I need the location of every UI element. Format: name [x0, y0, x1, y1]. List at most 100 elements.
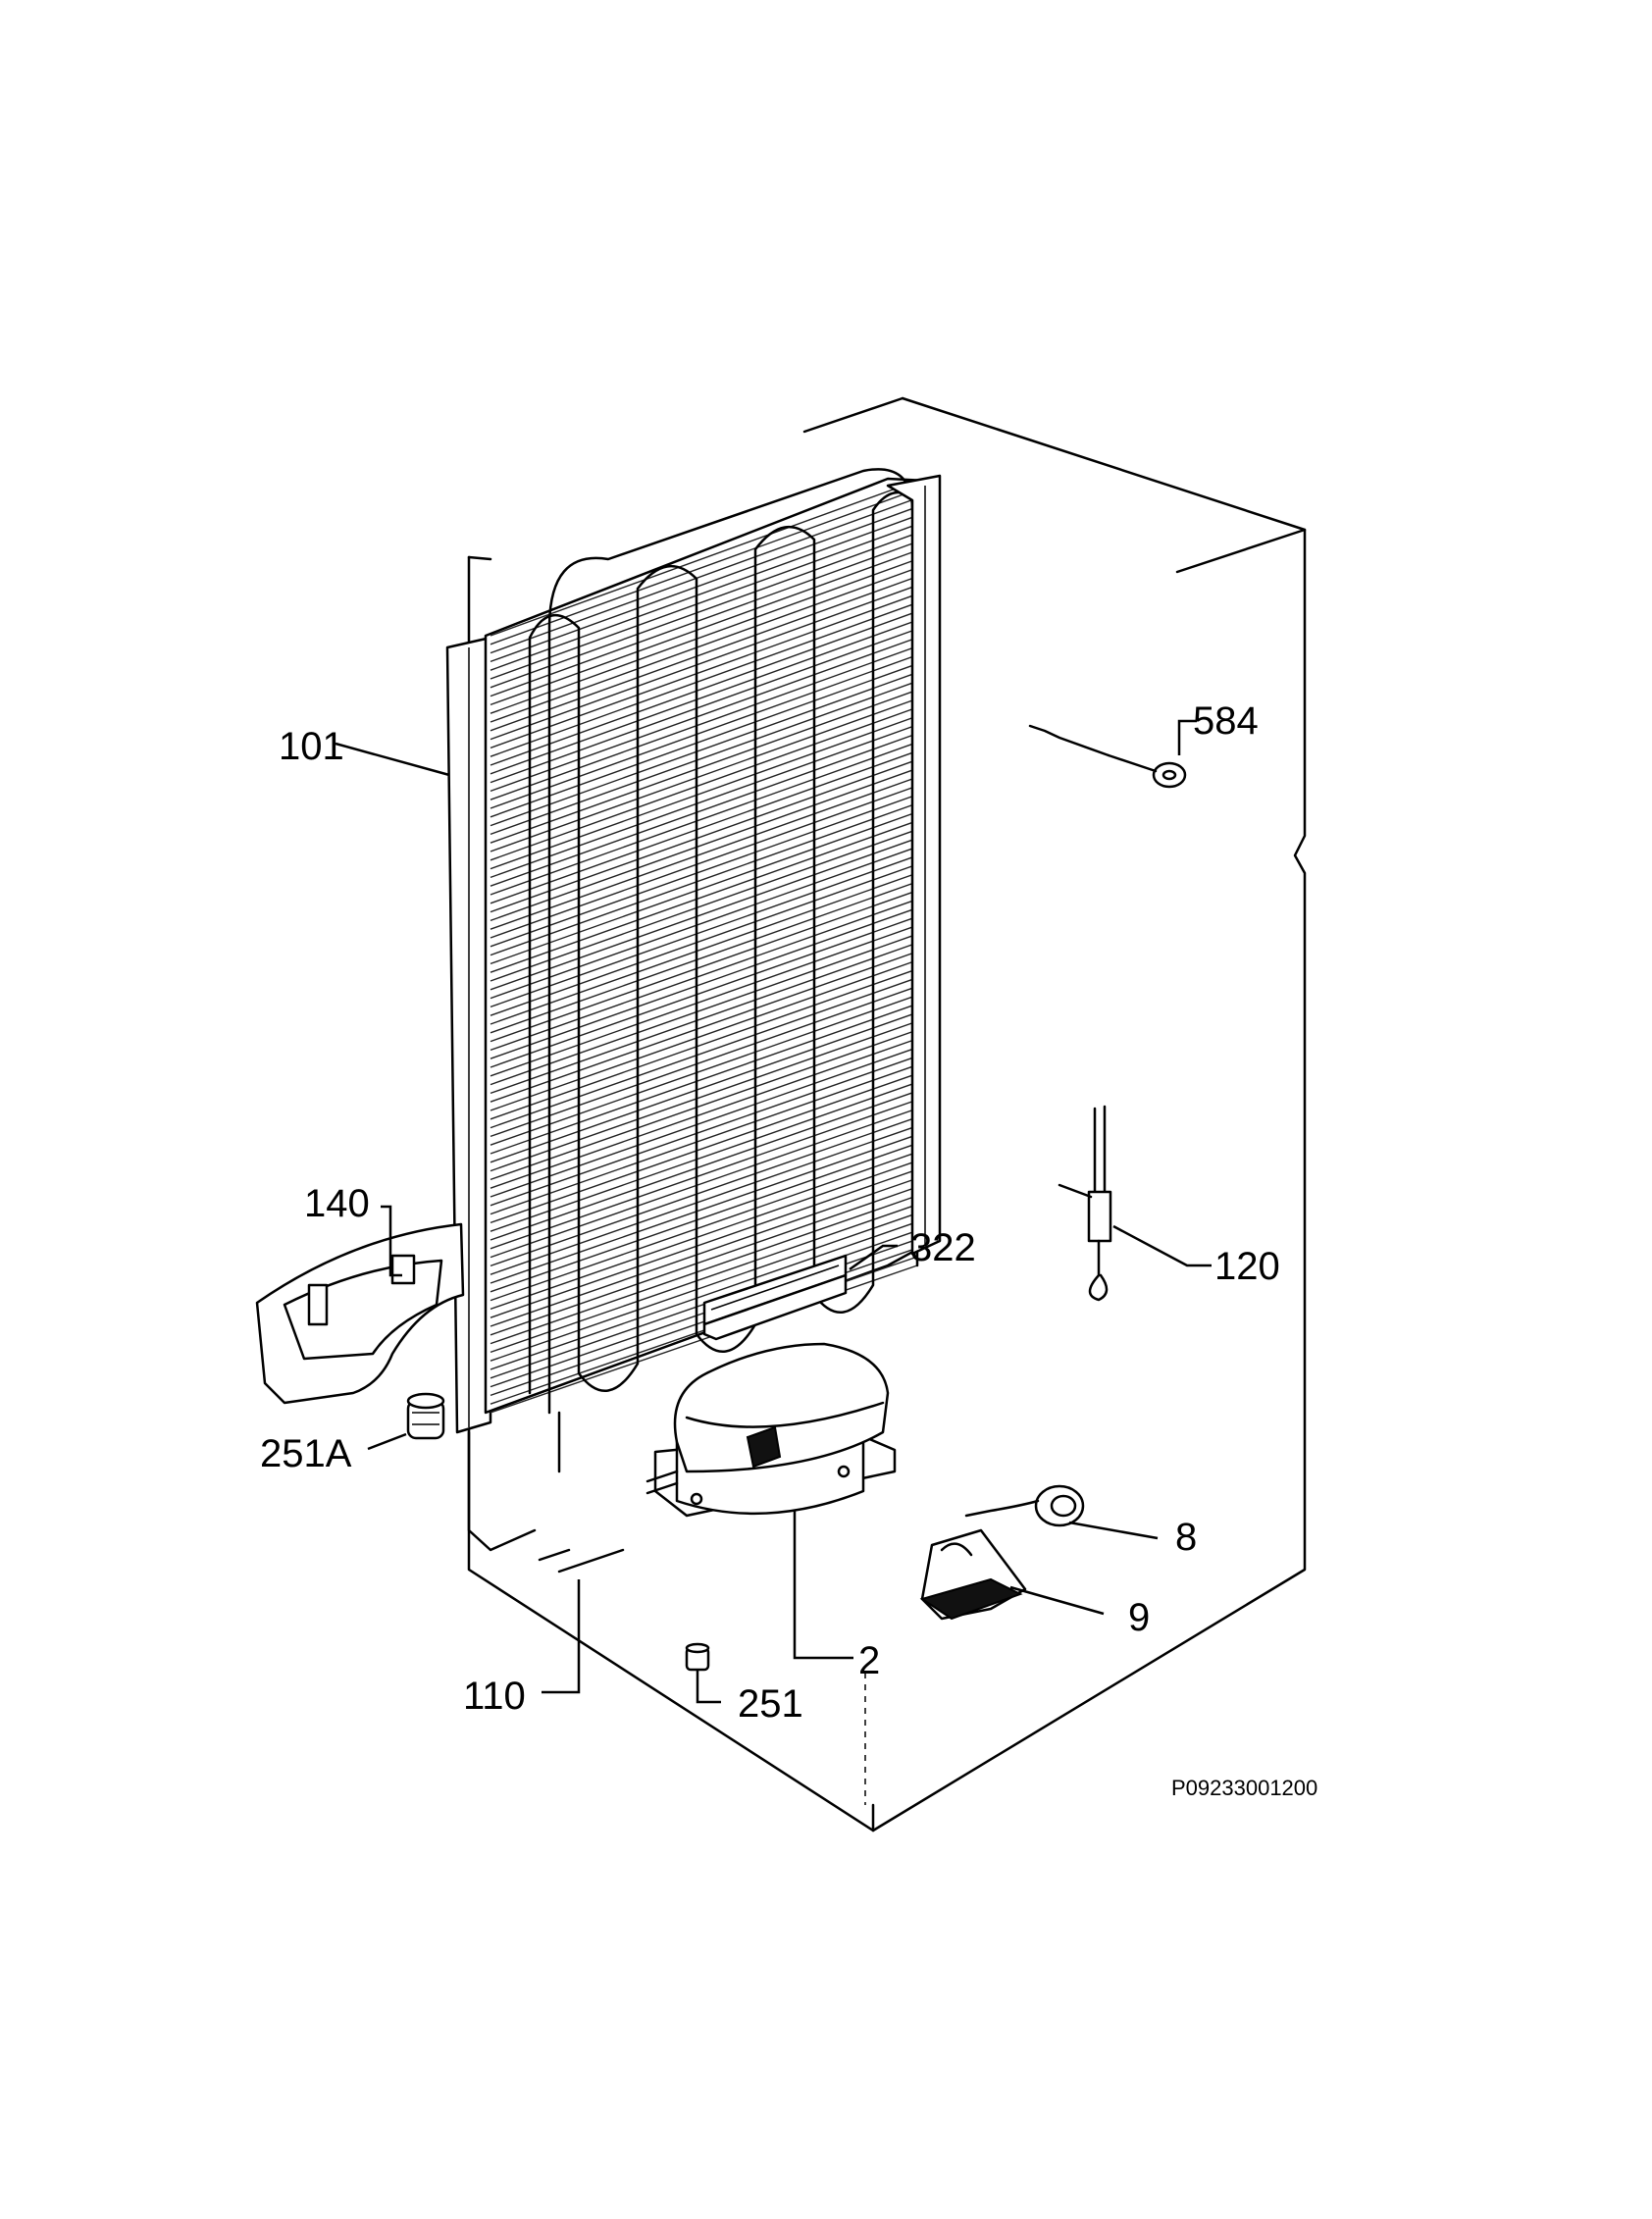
- condenser-wire: [490, 489, 918, 645]
- condenser-wire: [490, 924, 918, 1077]
- drip-tray: [255, 1222, 465, 1405]
- condenser-wire: [490, 1063, 918, 1215]
- part-label-120: 120: [1214, 1245, 1280, 1288]
- condenser-wire: [490, 1003, 918, 1155]
- condenser-wire: [490, 749, 918, 904]
- condenser-wire: [490, 1056, 918, 1207]
- condenser-wire: [490, 785, 918, 939]
- condenser-wire: [490, 811, 918, 965]
- thermostat-sensor: [1058, 1105, 1112, 1302]
- drawing-code: P09233001200: [1171, 1776, 1317, 1800]
- condenser-wire: [490, 541, 918, 697]
- condenser-wire: [490, 802, 918, 956]
- condenser-wire: [490, 1195, 918, 1345]
- condenser-wire: [490, 628, 918, 784]
- condenser-wire: [490, 742, 918, 896]
- part-label-8: 8: [1175, 1516, 1197, 1559]
- condenser-wire: [490, 794, 918, 948]
- condenser-wire: [490, 758, 918, 913]
- part-labels: 584 101 140 322 120 251A 8 9 2 110 251: [260, 699, 1280, 1726]
- condenser-wire: [490, 872, 918, 1025]
- part-label-2: 2: [858, 1639, 880, 1682]
- condenser-wire: [490, 1213, 918, 1362]
- condenser-wire: [490, 1220, 918, 1370]
- condenser-wire: [490, 906, 918, 1059]
- condenser-wire: [490, 881, 918, 1034]
- condenser-wire: [490, 585, 918, 741]
- condenser-wire: [490, 994, 918, 1146]
- condenser-wire: [490, 576, 918, 732]
- condenser-wire: [490, 601, 918, 757]
- process-pipes: [538, 1548, 625, 1574]
- condenser-wire: [490, 733, 918, 887]
- condenser-wire: [490, 1090, 918, 1241]
- condenser-wire: [490, 706, 918, 861]
- thermal-cutout: [1028, 724, 1187, 789]
- condenser-wire: [490, 846, 918, 1000]
- condenser-wire: [490, 985, 918, 1138]
- condenser-wire: [490, 1116, 918, 1267]
- condenser-wire: [490, 506, 918, 663]
- condenser-wire: [490, 697, 918, 852]
- starter-relay: [919, 1528, 1027, 1621]
- condenser-wire: [490, 854, 918, 1008]
- condenser-wire: [490, 497, 918, 654]
- condenser-wire: [490, 977, 918, 1129]
- part-label-251: 251: [738, 1682, 803, 1726]
- condenser-wire: [490, 1108, 918, 1259]
- part-label-584: 584: [1193, 699, 1259, 743]
- condenser-wire: [490, 837, 918, 991]
- condenser-wire: [490, 645, 918, 800]
- condenser-wire: [490, 532, 918, 689]
- condenser-wire: [490, 828, 918, 982]
- condenser-wire: [490, 1186, 918, 1336]
- condenser-wire: [490, 776, 918, 930]
- compressor: [645, 1342, 897, 1518]
- condenser-wire: [490, 951, 918, 1103]
- condenser-wire: [490, 637, 918, 793]
- condenser-wire: [490, 1168, 918, 1318]
- leader-lines: [335, 719, 1212, 1704]
- condenser-wire: [490, 689, 918, 844]
- condenser-wire: [490, 619, 918, 775]
- condenser-wire: [490, 558, 918, 714]
- condenser-wire: [490, 1029, 918, 1181]
- overload-relay: [964, 1484, 1085, 1527]
- condenser-wire: [490, 1038, 918, 1189]
- condenser-coil: [445, 468, 942, 1552]
- condenser-wire: [490, 523, 918, 680]
- condenser-wire: [490, 663, 918, 818]
- rubber-bushing-251a: [406, 1392, 445, 1440]
- condenser-wire: [490, 1177, 918, 1327]
- mounting-bracket: [702, 1254, 848, 1341]
- part-label-9: 9: [1128, 1596, 1150, 1639]
- condenser-wire: [490, 1020, 918, 1172]
- condenser-wire: [490, 680, 918, 836]
- condenser-wire: [490, 1047, 918, 1198]
- condenser-wire: [490, 863, 918, 1016]
- condenser-wire: [490, 1151, 918, 1302]
- condenser-wire: [490, 1160, 918, 1311]
- condenser-wire: [490, 968, 918, 1120]
- condenser-wire: [490, 767, 918, 922]
- condenser-wire: [490, 593, 918, 749]
- condenser-wire: [490, 1072, 918, 1224]
- condenser-wire: [490, 715, 918, 870]
- part-label-110: 110: [463, 1675, 526, 1718]
- condenser-wire: [490, 724, 918, 879]
- condenser-wire: [490, 933, 918, 1086]
- condenser-wire: [490, 1134, 918, 1284]
- condenser-wire: [490, 1099, 918, 1250]
- condenser-wire: [490, 1081, 918, 1232]
- condenser-wire: [490, 654, 918, 809]
- part-label-101: 101: [279, 725, 344, 768]
- grommet-251: [685, 1642, 710, 1672]
- condenser-wire: [490, 915, 918, 1068]
- condenser-wire: [490, 942, 918, 1095]
- part-label-140: 140: [304, 1182, 370, 1225]
- condenser-wire: [490, 1125, 918, 1275]
- condenser-wire: [490, 1142, 918, 1293]
- condenser-wire: [490, 890, 918, 1043]
- condenser-wire: [490, 1011, 918, 1163]
